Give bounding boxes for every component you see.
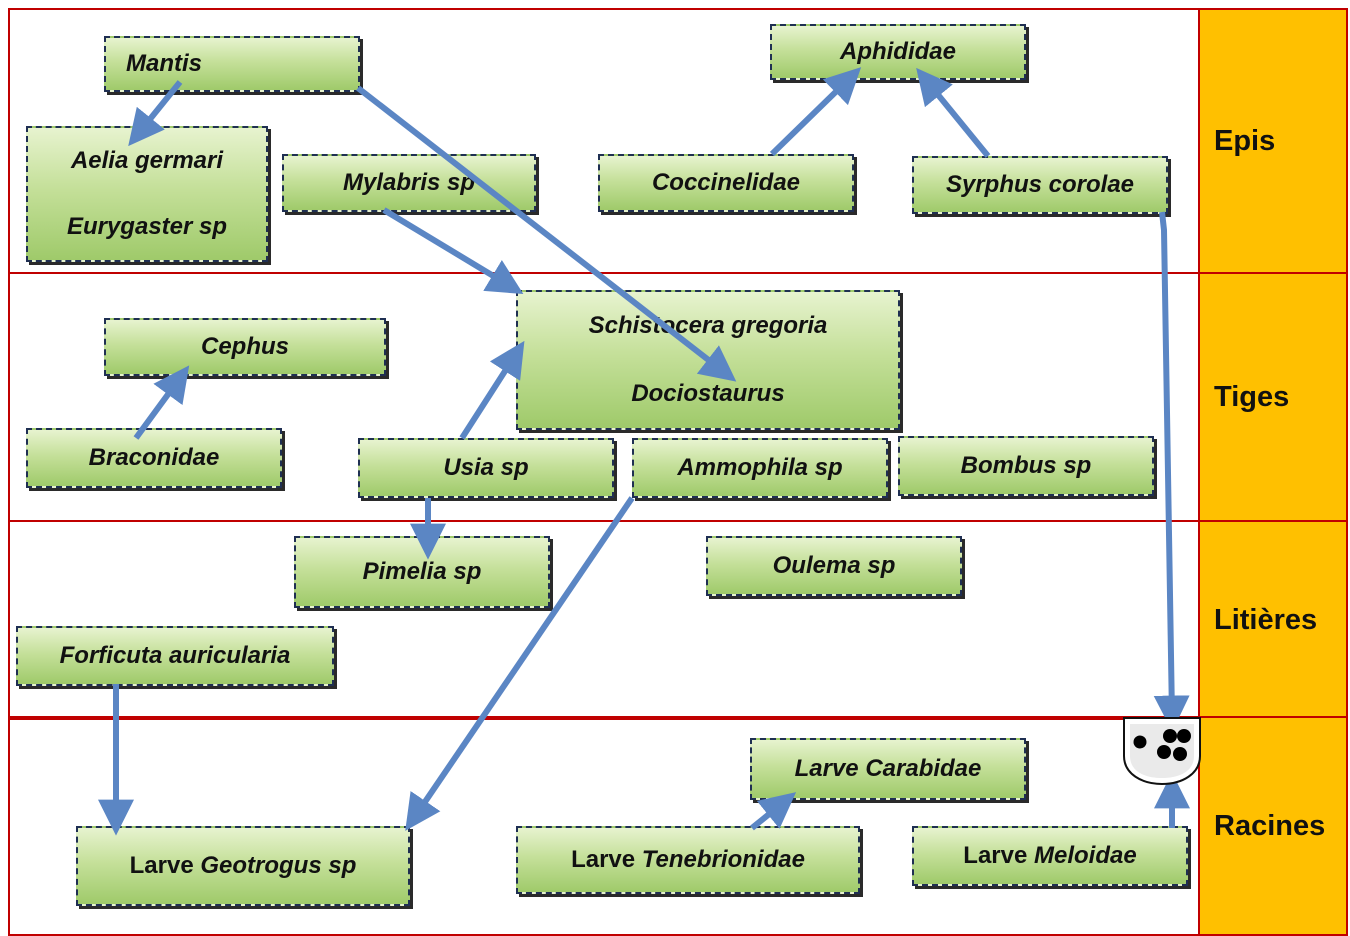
node-geotrogus: Larve Geotrogus sp xyxy=(76,826,410,906)
node-oulema-label: Oulema sp xyxy=(772,552,896,579)
node-meloidae-lead: Larve xyxy=(963,842,1028,869)
node-syrphus-label: Syrphus corolae xyxy=(945,171,1135,198)
layer-label-tiges: Tiges xyxy=(1198,272,1348,522)
node-geotrogus-name: Geotrogus sp xyxy=(200,852,357,879)
node-carabidae: Larve Carabidae xyxy=(750,738,1026,800)
node-aelia-eurygaster: Aelia germari Eurygaster sp xyxy=(26,126,268,262)
node-coccinelidae: Coccinelidae xyxy=(598,154,854,212)
node-coccinelidae-label: Coccinelidae xyxy=(651,169,801,196)
node-schistocera-label: Schistocera gregoria xyxy=(588,312,828,339)
layer-label-epis: Epis xyxy=(1198,8,1348,274)
node-usia: Usia sp xyxy=(358,438,614,498)
node-mantis-label: Mantis xyxy=(126,50,203,77)
node-tenebrionidae-name: Tenebrionidae xyxy=(641,846,805,873)
node-aelia-label: Aelia germari xyxy=(70,147,224,174)
node-aphididae: Aphididae xyxy=(770,24,1026,80)
node-tenebrionidae-text: Larve Tenebrionidae xyxy=(571,846,805,874)
pot-icon xyxy=(1123,717,1201,786)
node-meloidae: Larve Meloidae xyxy=(912,826,1188,886)
layer-label-litieres: Litières xyxy=(1198,520,1348,720)
node-carabidae-label: Larve Carabidae xyxy=(794,755,982,782)
node-usia-label: Usia sp xyxy=(443,454,529,481)
node-ammophila: Ammophila sp xyxy=(632,438,888,498)
band-litieres xyxy=(8,520,1200,720)
node-oulema: Oulema sp xyxy=(706,536,962,596)
node-tenebrionidae-lead: Larve xyxy=(571,846,636,873)
node-aphididae-label: Aphididae xyxy=(839,38,956,65)
node-ammophila-label: Ammophila sp xyxy=(677,454,843,481)
layer-label-racines: Racines xyxy=(1198,716,1348,936)
node-cephus-label: Cephus xyxy=(200,333,289,360)
node-meloidae-name: Meloidae xyxy=(1034,842,1137,869)
node-syrphus: Syrphus corolae xyxy=(912,156,1168,214)
node-braconidae-label: Braconidae xyxy=(88,444,220,471)
node-cephus: Cephus xyxy=(104,318,386,376)
node-forficula: Forficuta auricularia xyxy=(16,626,334,686)
node-pimelia: Pimelia sp xyxy=(294,536,550,608)
node-pimelia-label: Pimelia sp xyxy=(362,558,482,585)
node-eurygaster-label: Eurygaster sp xyxy=(66,213,228,240)
node-geotrogus-text: Larve Geotrogus sp xyxy=(130,852,357,880)
node-forficula-label: Forficuta auricularia xyxy=(59,642,291,669)
node-bombus: Bombus sp xyxy=(898,436,1154,496)
node-bombus-label: Bombus sp xyxy=(960,452,1092,479)
node-geotrogus-lead: Larve xyxy=(129,852,194,879)
node-braconidae: Braconidae xyxy=(26,428,282,488)
node-schistocera-dociostaurus: Schistocera gregoria Dociostaurus xyxy=(516,290,900,430)
node-mantis: Mantis xyxy=(104,36,360,92)
node-dociostaurus-label: Dociostaurus xyxy=(631,380,785,407)
node-mylabris-label: Mylabris sp xyxy=(342,169,476,196)
node-mylabris: Mylabris sp xyxy=(282,154,536,212)
node-tenebrionidae: Larve Tenebrionidae xyxy=(516,826,860,894)
node-meloidae-text: Larve Meloidae xyxy=(963,842,1136,870)
